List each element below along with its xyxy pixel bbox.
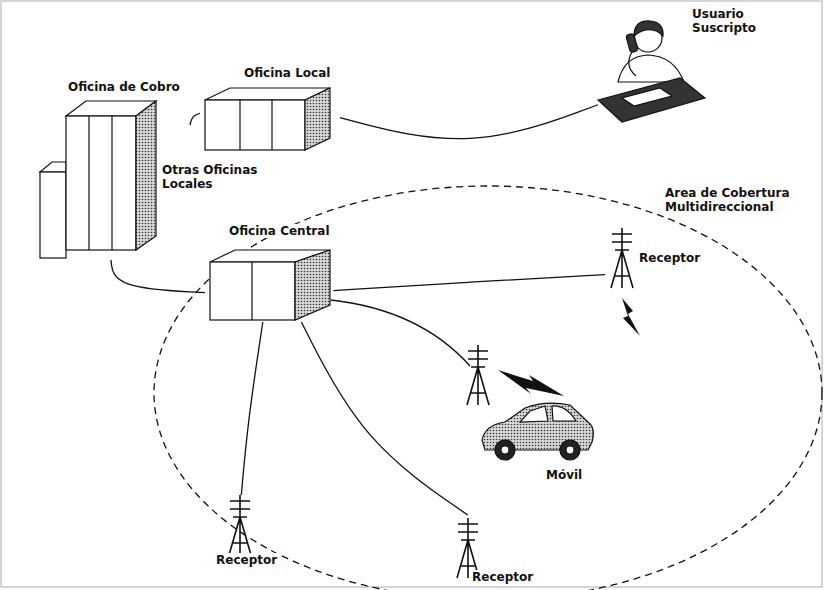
node-label: Móvil (544, 468, 584, 482)
central-office-cabinet (210, 250, 330, 320)
radio-signal (622, 298, 640, 336)
car (482, 403, 593, 460)
wire-connector (241, 322, 263, 495)
antenna-tower (229, 495, 251, 555)
receiver-tower: Receptor (448, 515, 552, 587)
wire-connector (301, 322, 467, 515)
antenna-tower (611, 228, 633, 288)
antenna-tower (457, 518, 479, 578)
wire-connector (340, 105, 598, 139)
central-office: Oficina Central (205, 224, 334, 322)
antenna-tower (467, 345, 489, 405)
coverage-label: Area de Cobertura Multidireccional (663, 186, 805, 215)
subscriber-user: Usuario Suscripto (598, 5, 770, 138)
wire-connector (334, 275, 606, 291)
receiver-tower: Receptor (208, 495, 282, 569)
node-label: Receptor (470, 570, 535, 584)
node-label: Usuario Suscripto (690, 7, 768, 36)
node-label: Receptor (637, 251, 702, 265)
office-note-box: Otras Oficinas Locales (160, 163, 274, 192)
subscriber-person (598, 21, 705, 122)
office-note: Otras Oficinas Locales (160, 163, 274, 192)
radio-signal (498, 370, 564, 396)
receiver-tower: Receptor (605, 225, 704, 293)
node-label: Receptor (214, 553, 279, 567)
wire-connector (111, 260, 205, 293)
node-label: Oficina Central (227, 224, 332, 238)
node-label: Oficina Local (242, 66, 332, 80)
coverage-label-box: Area de Cobertura Multidireccional (663, 186, 805, 215)
wire-connector (190, 113, 200, 125)
local-office: Oficina Local (200, 66, 340, 152)
mobile-unit: Móvil (478, 398, 592, 486)
node-label: Oficina de Cobro (66, 80, 182, 94)
local-office-cabinet (205, 88, 330, 150)
coverage-area (154, 186, 822, 590)
wire (331, 300, 470, 366)
billing-office-cabinet (40, 101, 156, 258)
